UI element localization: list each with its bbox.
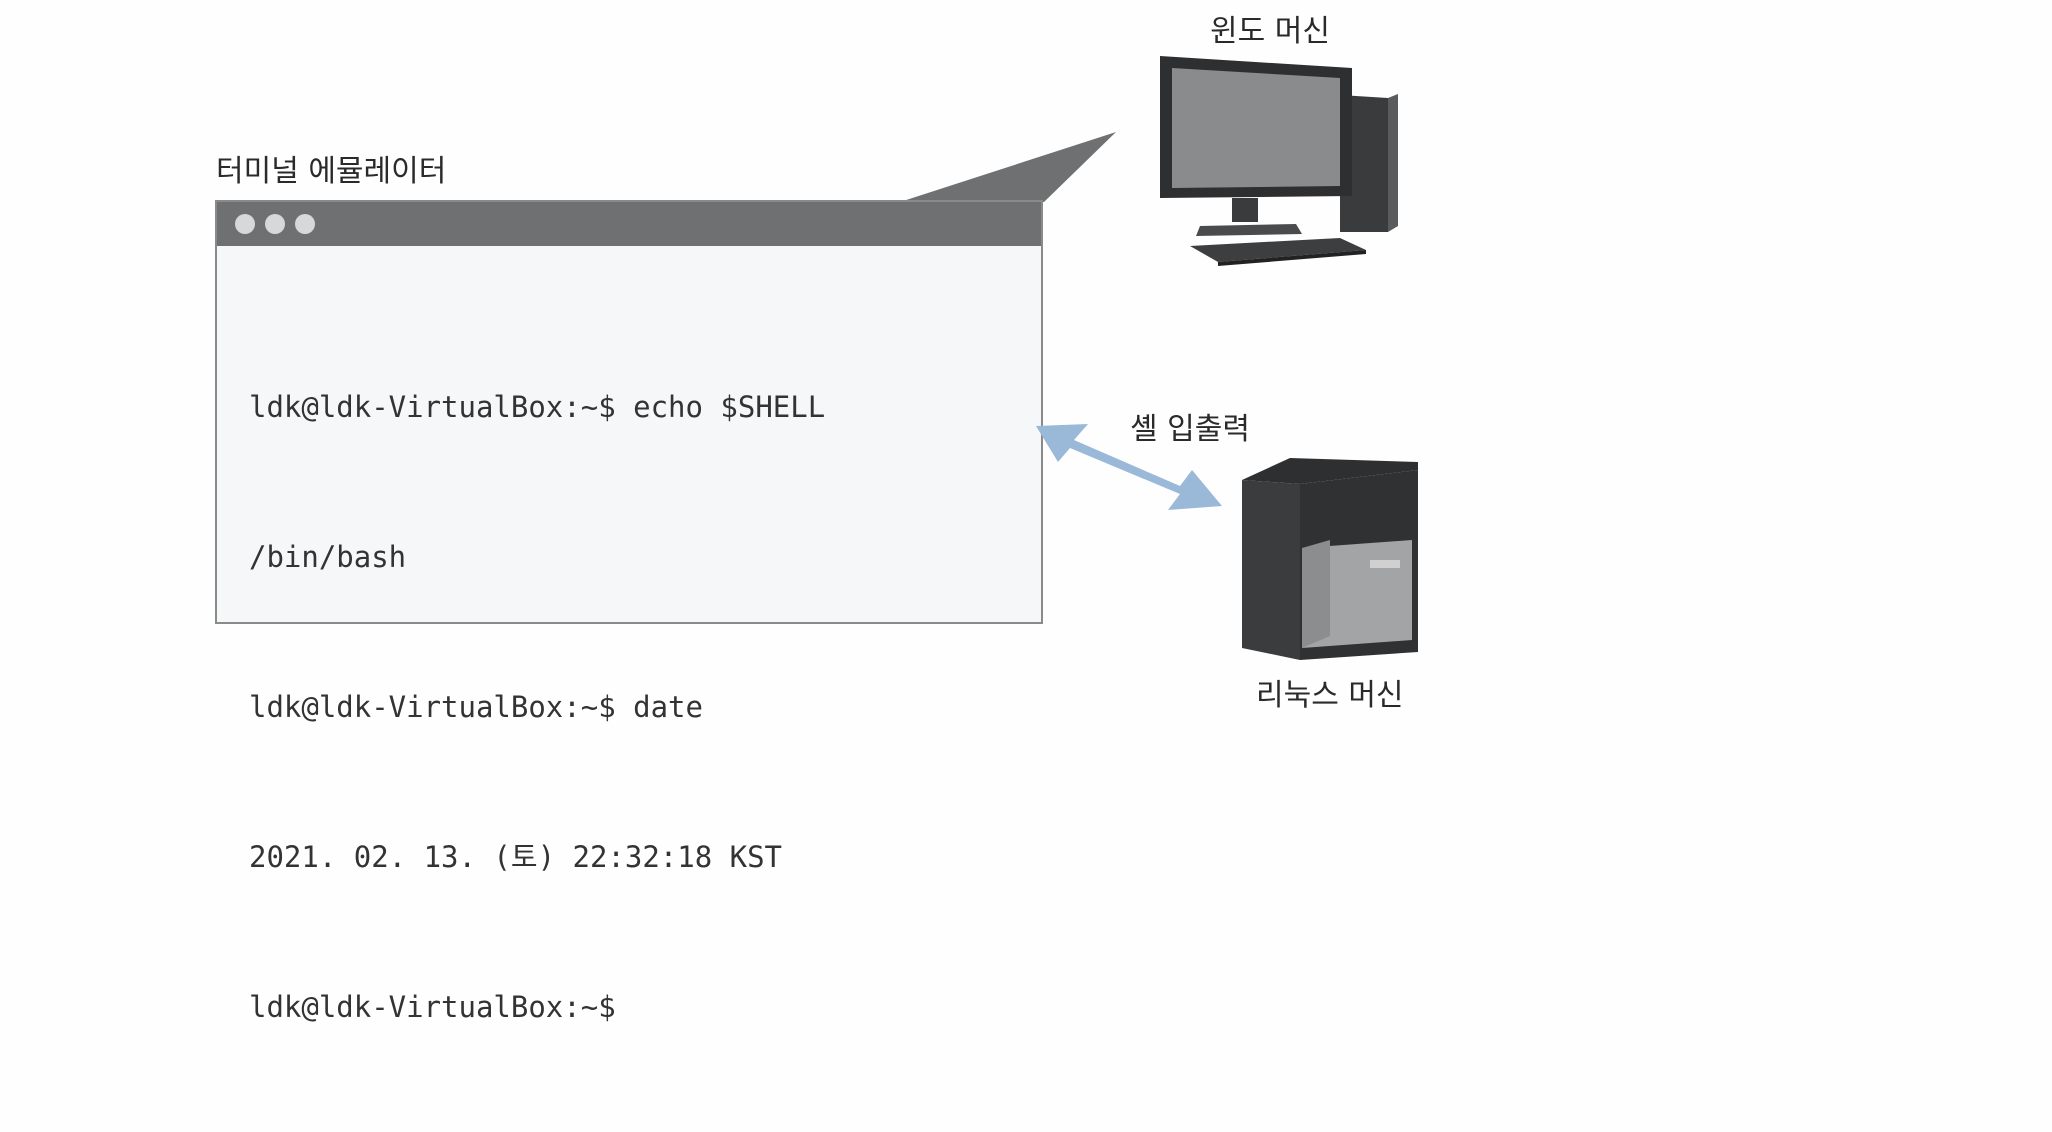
- desktop-monitor-icon: [1160, 56, 1398, 266]
- double-arrow-icon: [1036, 424, 1222, 510]
- tower-server-icon: [1242, 458, 1418, 660]
- window-dot-1-icon: [235, 214, 255, 234]
- terminal-line: /bin/bash: [249, 540, 407, 574]
- terminal-emulator-label: 터미널 에뮬레이터: [216, 154, 447, 189]
- bubble-tail: [900, 132, 1116, 202]
- terminal-line: ldk@ldk-VirtualBox:~$ echo $SHELL: [249, 390, 826, 424]
- terminal-titlebar: [217, 202, 1041, 246]
- window-dot-2-icon: [265, 214, 285, 234]
- shell-io-label: 셸 입출력: [1130, 412, 1250, 447]
- windows-machine-label: 윈도 머신: [1210, 14, 1330, 49]
- terminal-line: 2021. 02. 13. (토) 22:32:18 KST: [249, 840, 783, 874]
- bubble-tail-shape: [900, 132, 1116, 202]
- window-dot-3-icon: [295, 214, 315, 234]
- terminal-line: ldk@ldk-VirtualBox:~$ date: [249, 690, 703, 724]
- terminal-window: ldk@ldk-VirtualBox:~$ echo $SHELL /bin/b…: [215, 200, 1043, 1024]
- terminal-line: ldk@ldk-VirtualBox:~$: [249, 990, 616, 1024]
- linux-machine-label: 리눅스 머신: [1256, 678, 1404, 713]
